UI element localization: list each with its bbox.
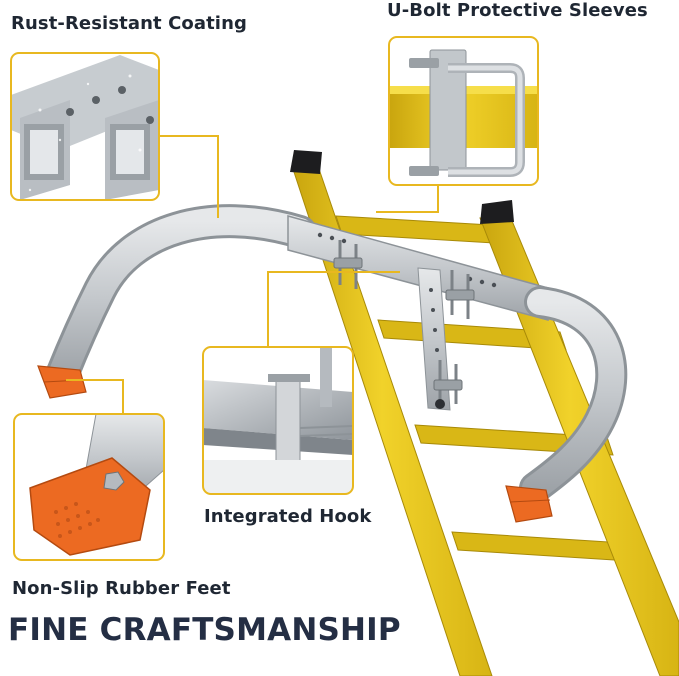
callout-frame [10, 52, 160, 201]
callout-frame [202, 346, 354, 495]
headline: FINE CRAFTSMANSHIP [8, 612, 401, 648]
label-non-slip-rubber-feet: Non-Slip Rubber Feet [12, 578, 231, 599]
label-u-bolt-protective-sleeves: U-Bolt Protective Sleeves [387, 0, 648, 21]
ladder-stabilizer [37, 204, 628, 523]
label-integrated-hook: Integrated Hook [204, 506, 372, 527]
rubber-foot-right [505, 485, 553, 523]
stabilizer-vertical-support [417, 267, 451, 411]
rubber-foot-left [37, 365, 87, 399]
callout-non-slip-rubber-feet [13, 413, 165, 561]
callout-leaders [66, 135, 439, 414]
callout-rust-resistant-coating [10, 52, 160, 201]
callout-frame [388, 36, 539, 186]
label-rust-resistant-coating: Rust-Resistant Coating [11, 13, 247, 34]
callout-frame [13, 413, 165, 561]
callout-integrated-hook [202, 346, 354, 495]
callout-u-bolt-protective-sleeves [388, 36, 539, 186]
